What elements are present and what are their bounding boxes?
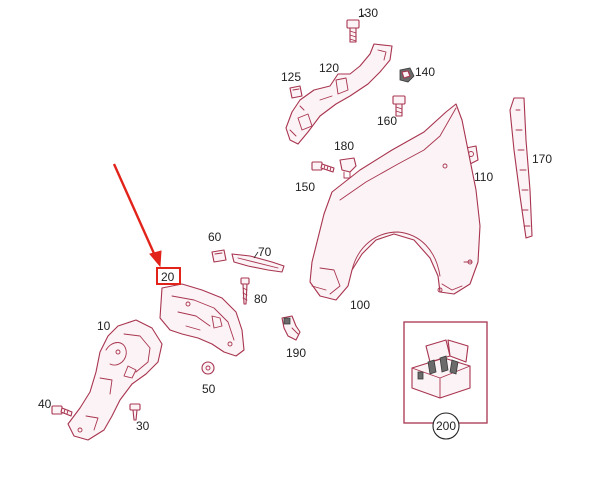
washer-50[interactable] [201, 361, 215, 375]
grommet-180[interactable] [339, 157, 357, 179]
seal-strip-170[interactable] [509, 97, 533, 239]
screw-80[interactable] [240, 277, 250, 305]
bracket-120[interactable] [285, 43, 393, 145]
bolt-130[interactable] [346, 19, 360, 43]
leader-70 [253, 251, 259, 259]
callout-40: 40 [38, 397, 52, 411]
callout-150: 150 [295, 180, 315, 194]
callout-120: 120 [319, 61, 339, 75]
callout-80: 80 [254, 292, 268, 306]
clip-125[interactable] [289, 85, 303, 99]
callout-110: 110 [474, 170, 493, 184]
callout-50: 50 [202, 382, 216, 396]
screw-30[interactable] [129, 403, 141, 421]
clip-60[interactable] [211, 249, 227, 263]
bolt-160[interactable] [392, 95, 406, 117]
fender-100[interactable] [309, 103, 481, 301]
leader-130 [358, 13, 367, 18]
callout-20-highlight[interactable]: 20 [156, 267, 181, 285]
bolt-40[interactable] [51, 405, 73, 417]
callout-190: 190 [286, 346, 306, 360]
callout-20: 20 [161, 270, 175, 284]
kit-200[interactable]: 200 [403, 321, 488, 440]
callout-10: 10 [97, 319, 111, 333]
callout-170: 170 [532, 152, 552, 166]
callout-160: 160 [377, 114, 397, 128]
callout-200: 200 [436, 419, 456, 433]
callout-30: 30 [136, 419, 150, 433]
bolt-150[interactable] [311, 161, 335, 173]
callout-180: 180 [334, 139, 354, 153]
callout-70: 70 [258, 245, 272, 259]
nut-140[interactable] [399, 67, 415, 83]
callout-100: 100 [350, 298, 370, 312]
wheel-liner-10[interactable] [67, 319, 163, 441]
highlight-arrow [112, 163, 162, 268]
clip-190[interactable] [281, 315, 301, 341]
trim-strip-70[interactable] [231, 253, 285, 273]
callout-140: 140 [415, 65, 435, 79]
wheel-liner-20[interactable] [159, 283, 245, 357]
callout-130: 130 [358, 6, 378, 20]
callout-125: 125 [281, 70, 301, 84]
callout-60: 60 [208, 230, 222, 244]
